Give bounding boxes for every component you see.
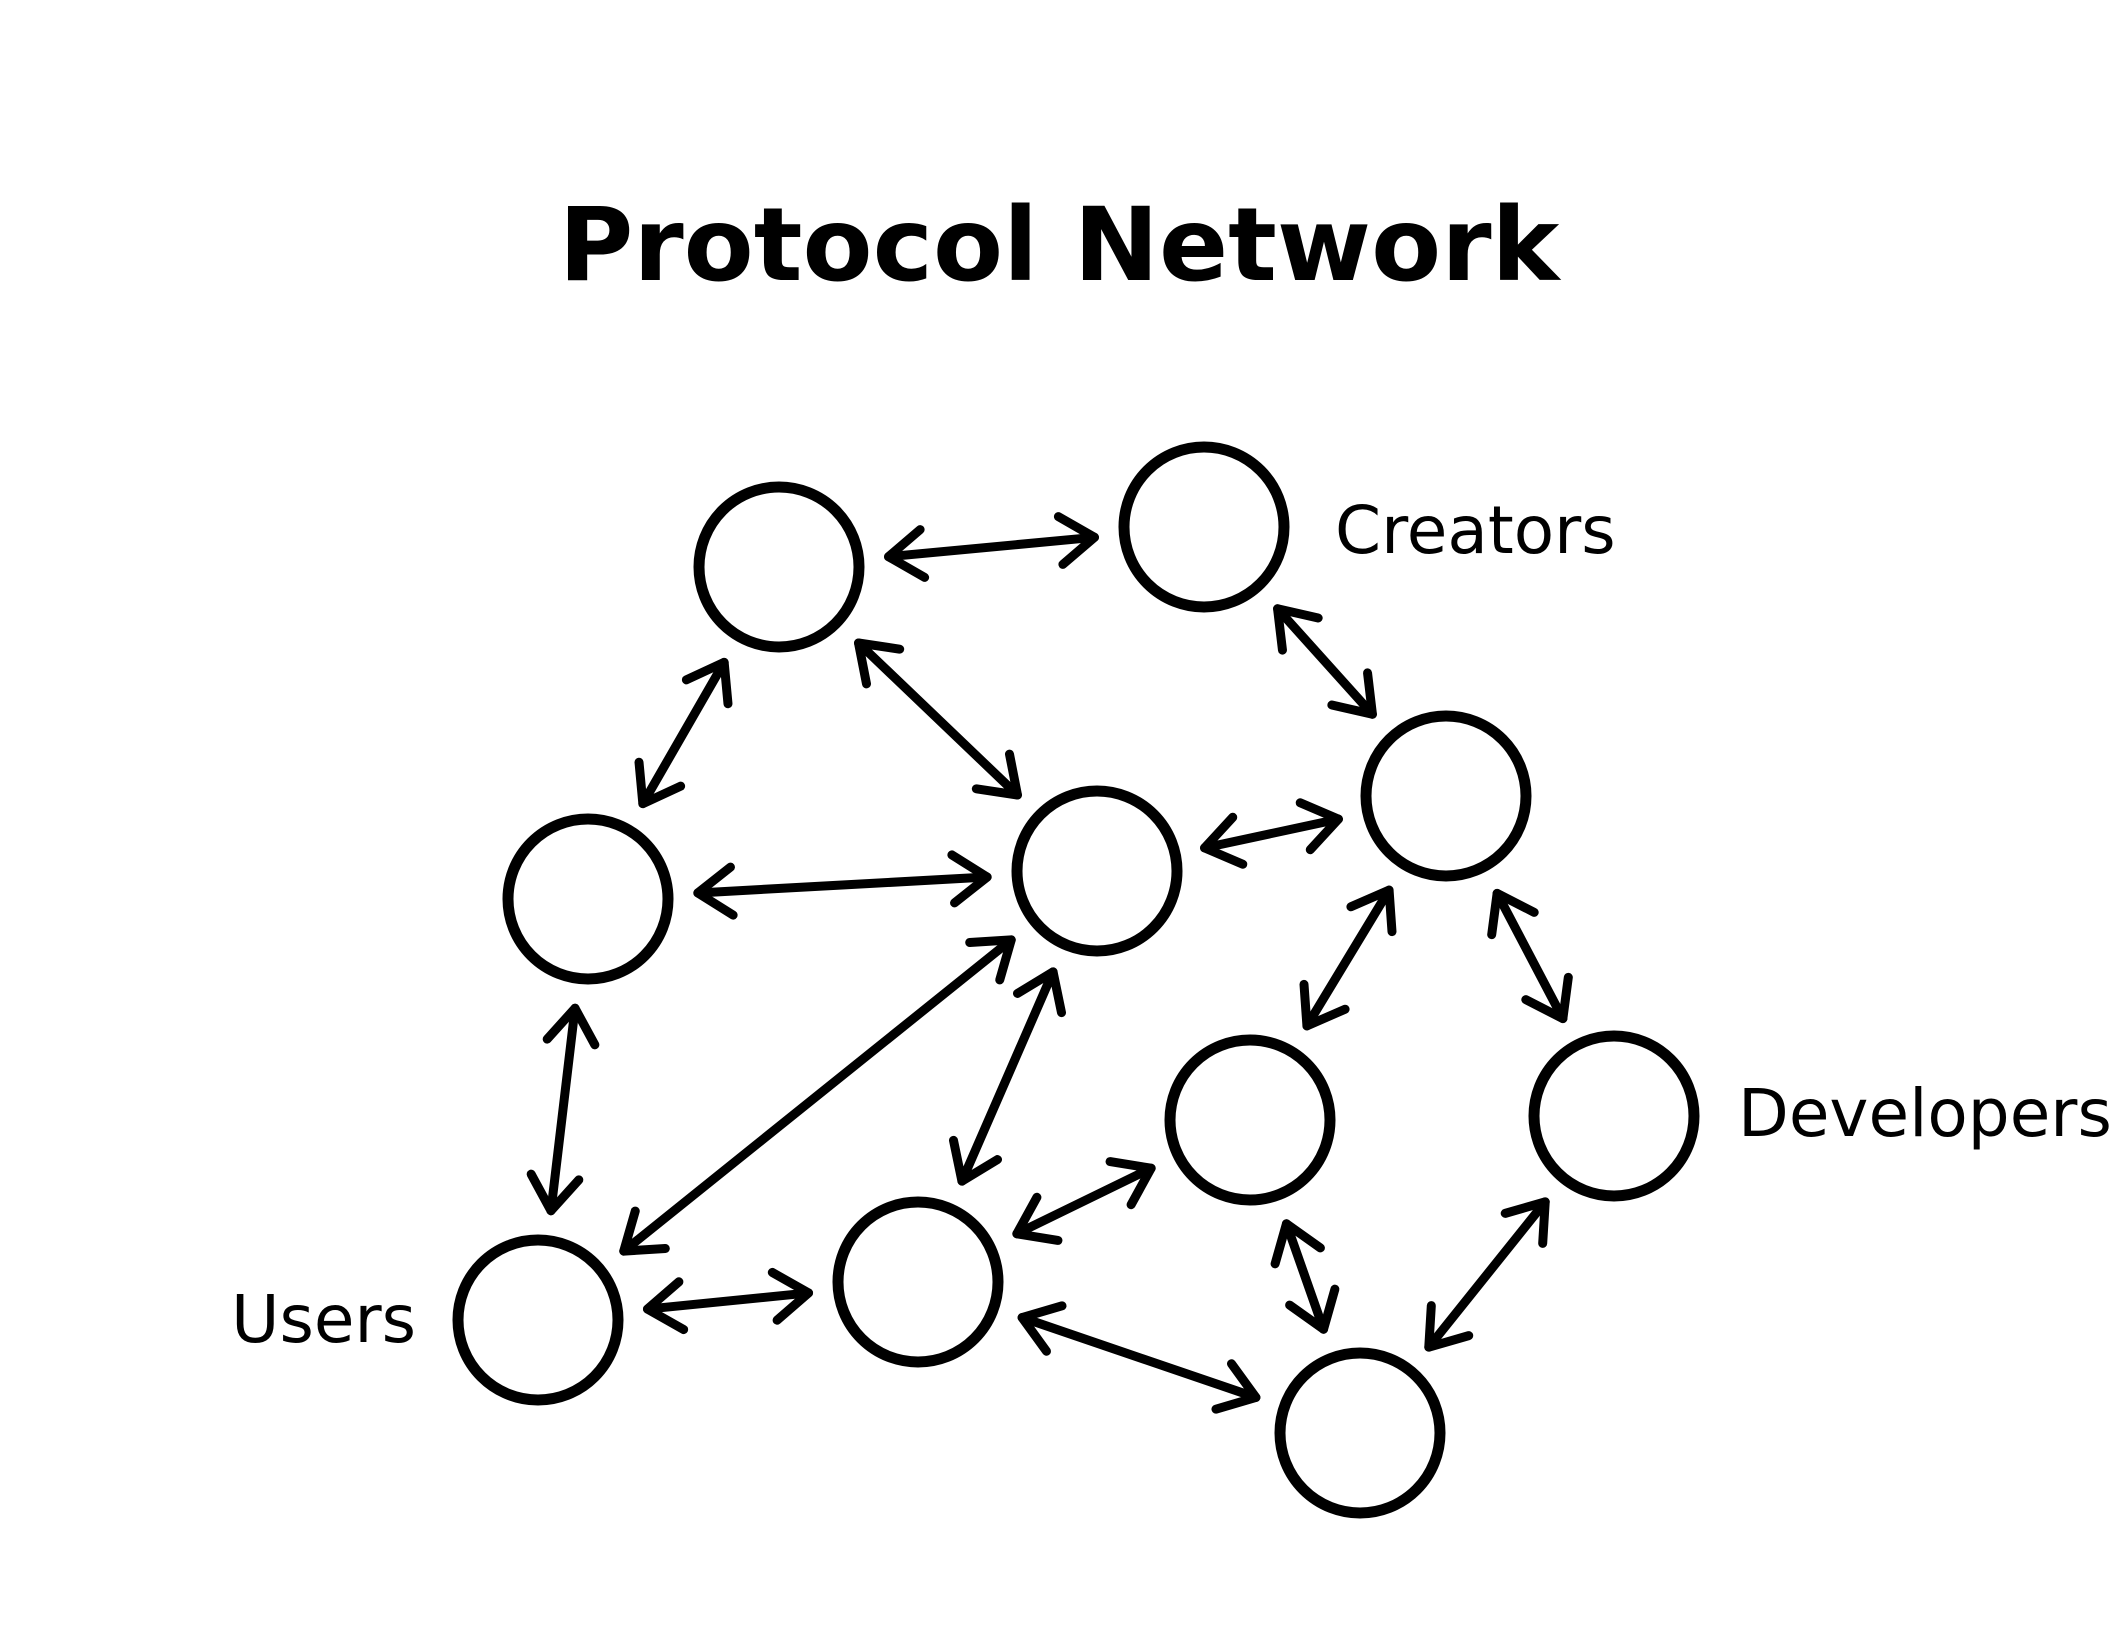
arrowhead-start xyxy=(854,638,905,689)
node-n4 xyxy=(502,813,674,985)
edge-line xyxy=(957,967,1058,1186)
arrowhead-start xyxy=(1017,1301,1067,1356)
edge-n7-n10 xyxy=(1424,1197,1550,1352)
edge-line xyxy=(1492,888,1568,1024)
arrowhead-start xyxy=(1012,967,1067,1018)
arrowhead-end xyxy=(1285,1284,1340,1334)
edge-line xyxy=(884,532,1099,562)
edge-line xyxy=(619,935,1016,1256)
edge-n6-n9 xyxy=(1012,1157,1156,1245)
edge-line xyxy=(854,638,1022,800)
arrowhead-start xyxy=(681,657,733,709)
arrowhead-end xyxy=(1012,1192,1063,1245)
arrowhead-start xyxy=(1487,888,1539,940)
node-developers xyxy=(1528,1030,1700,1202)
users-label: Users xyxy=(231,1281,416,1358)
arrowhead-end xyxy=(1521,972,1573,1024)
node-n3 xyxy=(1360,710,1532,882)
arrowhead-end xyxy=(1211,1359,1261,1414)
node-n1 xyxy=(693,481,865,653)
edge-n1-n4 xyxy=(634,657,733,809)
edge-n1-n2 xyxy=(884,512,1099,582)
arrowhead-end xyxy=(526,1169,584,1216)
edge-n4-n8 xyxy=(526,1003,600,1216)
edge-line xyxy=(1281,1219,1329,1334)
edge-line xyxy=(642,1288,814,1314)
edge-line xyxy=(1200,814,1343,853)
arrowhead-start xyxy=(1500,1197,1550,1248)
edge-n3-n6 xyxy=(1299,885,1397,1031)
arrowhead-end xyxy=(634,757,686,809)
node-creators xyxy=(1118,441,1290,613)
arrowhead-start xyxy=(1200,812,1248,869)
arrowhead-end xyxy=(971,749,1022,800)
node-n10 xyxy=(1274,1347,1446,1519)
node-n6 xyxy=(1164,1034,1336,1206)
edge-line xyxy=(1012,1163,1156,1239)
arrowhead-end xyxy=(1299,979,1350,1031)
edge-n8-n9 xyxy=(642,1267,814,1335)
arrowhead-start xyxy=(1105,1157,1156,1210)
arrowhead-start xyxy=(693,862,738,920)
edge-line xyxy=(638,657,729,809)
arrowhead-start xyxy=(884,525,930,582)
edge-line xyxy=(1302,885,1394,1031)
diagram-title: Protocol Network xyxy=(559,186,1562,305)
edge-n3-n7 xyxy=(1487,888,1573,1024)
arrowhead-end xyxy=(1295,798,1343,855)
edge-n4-n5 xyxy=(693,850,992,920)
edge-n6-n10 xyxy=(1270,1219,1340,1334)
creators-label: Creators xyxy=(1335,492,1616,569)
edge-line xyxy=(1424,1197,1550,1352)
arrowhead-end xyxy=(1327,668,1377,719)
developers-label: Developers xyxy=(1738,1075,2112,1152)
arrowhead-start xyxy=(965,935,1016,985)
edge-n1-n5 xyxy=(854,638,1022,800)
edge-line xyxy=(693,872,992,898)
edge-line xyxy=(546,1003,580,1216)
edge-n9-n10 xyxy=(1017,1301,1261,1414)
arrowhead-start xyxy=(1346,885,1397,937)
arrowhead-start xyxy=(542,1003,600,1050)
edge-n5-n9 xyxy=(948,967,1067,1186)
arrowhead-start xyxy=(1273,604,1323,655)
arrowhead-end xyxy=(948,1135,1003,1186)
edge-n5-n3 xyxy=(1200,798,1343,869)
edge-n5-n8 xyxy=(619,935,1016,1256)
edge-line xyxy=(1273,604,1377,719)
edge-n2-n3 xyxy=(1273,604,1377,719)
arrowhead-end xyxy=(619,1206,670,1256)
nodes-layer xyxy=(452,441,1700,1519)
edges-layer xyxy=(526,512,1573,1414)
edge-line xyxy=(1017,1313,1261,1402)
node-n9 xyxy=(832,1196,1004,1368)
arrowhead-start xyxy=(1270,1219,1325,1269)
arrowhead-end xyxy=(1053,512,1099,569)
arrowhead-end xyxy=(947,850,992,908)
arrowhead-end xyxy=(767,1267,814,1325)
node-users xyxy=(452,1234,624,1406)
arrowhead-end xyxy=(1424,1301,1474,1352)
arrowhead-start xyxy=(642,1277,689,1335)
node-n5 xyxy=(1011,785,1183,957)
